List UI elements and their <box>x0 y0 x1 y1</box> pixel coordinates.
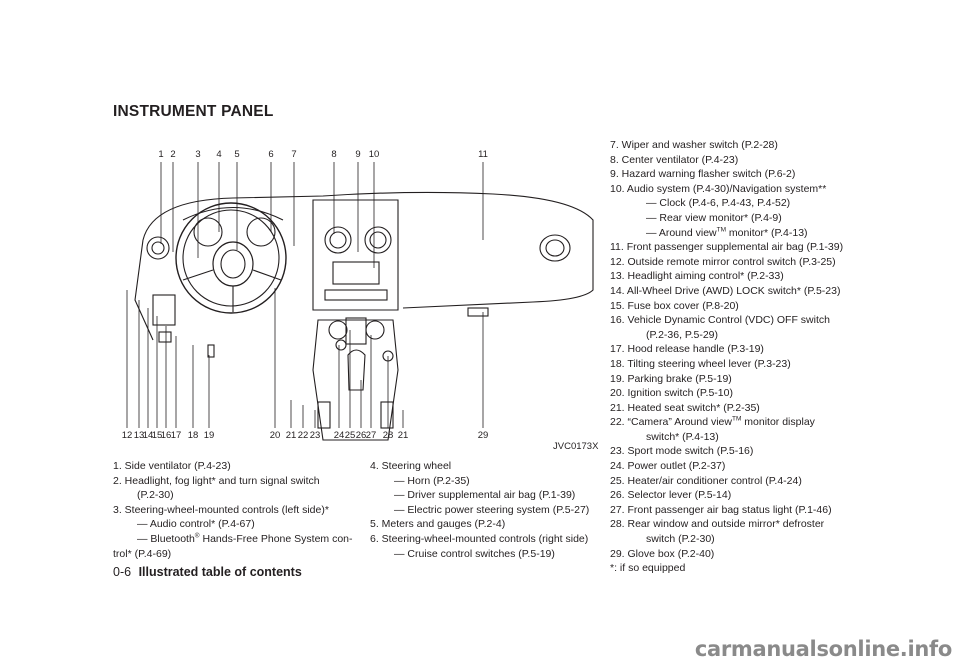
legend-item: 2. Headlight, fog light* and turn signal… <box>113 474 320 487</box>
callout-top: 9 <box>355 149 360 160</box>
callout-top: 7 <box>291 149 296 160</box>
callout-bottom: 12 <box>122 430 133 441</box>
callout-bottom: 13 <box>134 430 145 441</box>
callout-bottom: 26 <box>356 430 367 441</box>
legend-item: — Bluetooth® Hands-Free Phone System con… <box>137 532 353 545</box>
legend-item: 24. Power outlet (P.2-37) <box>610 460 726 473</box>
callout-bottom: 19 <box>204 430 215 441</box>
legend-item: — Clock (P.4-6, P.4-43, P.4-52) <box>646 197 791 210</box>
legend-item: 17. Hood release handle (P.3-19) <box>610 343 764 356</box>
callout-bottom: 29 <box>478 430 489 441</box>
legend-item: 4. Steering wheel <box>370 460 452 472</box>
legend-item: 6. Steering-wheel-mounted controls (righ… <box>370 532 589 545</box>
legend-item: 7. Wiper and washer switch (P.2-28) <box>610 139 778 151</box>
legend-item: — Driver supplemental air bag (P.1-39) <box>394 489 576 502</box>
legend-item: 27. Front passenger air bag status light… <box>610 503 832 516</box>
legend-item: 9. Hazard warning flasher switch (P.6-2) <box>610 168 796 181</box>
legend-item: — Audio control* (P.4-67) <box>137 518 255 531</box>
legend-item: trol* (P.4-69) <box>113 547 172 560</box>
legend-item: — Electric power steering system (P.5-27… <box>394 503 590 516</box>
footer-title: Illustrated table of contents <box>138 565 302 579</box>
legend-item: 11. Front passenger supplemental air bag… <box>610 241 844 254</box>
callout-bottom: 27 <box>366 430 377 441</box>
callout-bottom: 21 <box>286 430 297 441</box>
legend-middle-column: 4. Steering wheel — Horn (P.2-35) — Driver… <box>370 459 600 561</box>
callout-bottom: 25 <box>345 430 356 441</box>
legend-item: switch* (P.4-13) <box>646 430 719 443</box>
callout-top: 8 <box>331 149 336 160</box>
legend-item: — Rear view monitor* (P.4-9) <box>646 211 782 224</box>
callout-bottom: 23 <box>310 430 321 441</box>
legend-left-column: 1. Side ventilator (P.4-23) 2. Headlight,… <box>113 459 358 561</box>
watermark: carmanualsonline.info <box>694 637 952 661</box>
legend-right-column: 7. Wiper and washer switch (P.2-28) 8. Ce… <box>610 138 860 576</box>
legend-item: 1. Side ventilator (P.4-23) <box>113 460 231 472</box>
callout-top: 1 <box>158 149 163 160</box>
callout-bottom: 18 <box>188 430 199 441</box>
legend-item: — Cruise control switches (P.5-19) <box>394 547 555 560</box>
figure-code: JVC0173X <box>553 441 599 452</box>
legend-item: 10. Audio system (P.4-30)/Navigation sys… <box>610 182 827 195</box>
callout-bottom: 17 <box>171 430 182 441</box>
callout-top: 3 <box>195 149 200 160</box>
legend-item: switch (P.2-30) <box>646 533 715 546</box>
legend-item: 3. Steering-wheel-mounted controls (left… <box>113 503 329 516</box>
legend-item: 20. Ignition switch (P.5-10) <box>610 387 733 400</box>
callout-bottom: 28 <box>383 430 394 441</box>
legend-item: 23. Sport mode switch (P.5-16) <box>610 445 754 458</box>
legend-item: 25. Heater/air conditioner control (P.4-… <box>610 474 802 487</box>
callout-bottom: 16 <box>161 430 172 441</box>
callout-top: 11 <box>478 149 488 160</box>
callout-bottom: 15 <box>152 430 163 441</box>
legend-item: (P.2-30) <box>137 489 174 502</box>
callout-top: 10 <box>369 149 380 160</box>
section-heading: INSTRUMENT PANEL <box>113 103 274 120</box>
callout-bottom: 22 <box>298 430 309 441</box>
callout-bottom: 24 <box>334 430 345 441</box>
legend-item: 19. Parking brake (P.5-19) <box>610 372 732 385</box>
legend-item: 12. Outside remote mirror control switch… <box>610 255 836 268</box>
callout-top: 2 <box>170 149 175 160</box>
legend-item: 18. Tilting steering wheel lever (P.3-23… <box>610 357 791 370</box>
legend-item: 29. Glove box (P.2-40) <box>610 547 715 560</box>
callout-bottom: 20 <box>270 430 281 441</box>
legend-item: — Horn (P.2-35) <box>394 474 470 487</box>
legend-item: 8. Center ventilator (P.4-23) <box>610 153 739 166</box>
legend-item: 13. Headlight aiming control* (P.2-33) <box>610 270 784 283</box>
callout-top: 4 <box>216 149 221 160</box>
callout-top: 6 <box>268 149 273 160</box>
page-footer: 0-6 Illustrated table of contents <box>113 565 302 579</box>
legend-item: — Around viewTM monitor* (P.4-13) <box>646 226 808 239</box>
legend-item: 14. All-Wheel Drive (AWD) LOCK switch* (… <box>610 284 841 297</box>
callout-bottom: 14 <box>143 430 154 441</box>
legend-item: 22. “Camera” Around viewTM monitor displ… <box>610 415 815 429</box>
legend-item: 5. Meters and gauges (P.2-4) <box>370 518 506 531</box>
legend-item: *: if so equipped <box>610 562 686 575</box>
legend-item: 28. Rear window and outside mirror* defr… <box>610 518 825 531</box>
legend-item: 26. Selector lever (P.5-14) <box>610 489 732 502</box>
callout-top: 5 <box>234 149 239 160</box>
page-number: 0-6 <box>113 565 132 579</box>
legend-item: 15. Fuse box cover (P.8-20) <box>610 299 739 312</box>
legend-item: 16. Vehicle Dynamic Control (VDC) OFF sw… <box>610 314 830 327</box>
legend-item: 21. Heated seat switch* (P.2-35) <box>610 401 760 414</box>
legend-item: (P.2-36, P.5-29) <box>646 328 718 341</box>
callout-bottom: 21 <box>398 430 409 441</box>
